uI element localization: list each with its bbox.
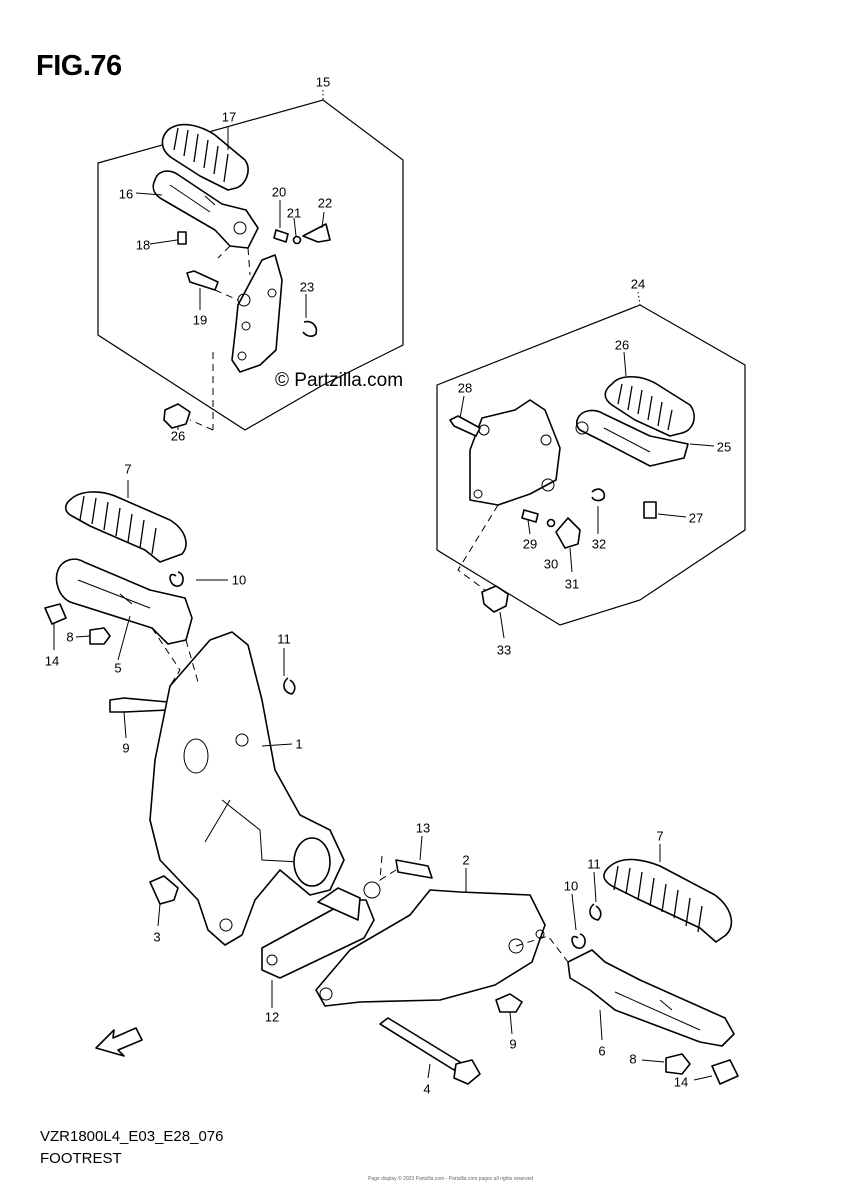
callout-7-left[interactable]: 7 xyxy=(124,461,132,477)
callout-23[interactable]: 23 xyxy=(299,279,315,295)
callout-1[interactable]: 1 xyxy=(295,736,303,752)
callout-12[interactable]: 12 xyxy=(264,1009,280,1025)
callout-31[interactable]: 31 xyxy=(564,576,580,592)
callout-7-right[interactable]: 7 xyxy=(656,828,664,844)
right-footrest-assembly xyxy=(261,855,739,1085)
callout-9-left[interactable]: 9 xyxy=(122,740,130,756)
bolt-33 xyxy=(481,585,509,613)
callout-16[interactable]: 16 xyxy=(118,186,134,202)
model-code: VZR1800L4_E03_E28_076 xyxy=(40,1128,224,1145)
callout-28[interactable]: 28 xyxy=(457,380,473,396)
footrest-assembly-24 xyxy=(449,375,695,591)
callout-2[interactable]: 2 xyxy=(462,852,470,868)
leader-lines xyxy=(53,90,715,1081)
callout-26-upper[interactable]: 26 xyxy=(170,428,186,444)
callout-22[interactable]: 22 xyxy=(317,195,333,211)
fwd-arrow xyxy=(95,1027,143,1057)
callout-21[interactable]: 21 xyxy=(286,205,302,221)
callout-19[interactable]: 19 xyxy=(192,312,208,328)
left-footrest-assembly xyxy=(44,491,345,946)
callout-8-right[interactable]: 8 xyxy=(629,1051,637,1067)
callout-17[interactable]: 17 xyxy=(221,109,237,125)
section-name: FOOTREST xyxy=(40,1150,122,1167)
callout-10-right[interactable]: 10 xyxy=(563,878,579,894)
callout-14-right[interactable]: 14 xyxy=(673,1074,689,1090)
callout-8-left[interactable]: 8 xyxy=(66,629,74,645)
callout-10-left[interactable]: 10 xyxy=(231,572,247,588)
callout-9-right[interactable]: 9 xyxy=(509,1036,517,1052)
callout-18[interactable]: 18 xyxy=(135,237,151,253)
callout-11-left[interactable]: 11 xyxy=(277,631,291,647)
callout-27[interactable]: 27 xyxy=(688,510,704,526)
callout-11-right[interactable]: 11 xyxy=(587,856,601,872)
callout-5[interactable]: 5 xyxy=(114,660,122,676)
callout-6[interactable]: 6 xyxy=(598,1043,606,1059)
callout-33[interactable]: 33 xyxy=(496,642,512,658)
callout-13[interactable]: 13 xyxy=(415,820,431,836)
footrest-assembly-15 xyxy=(152,123,331,431)
callout-24[interactable]: 24 xyxy=(630,276,646,292)
callout-30[interactable]: 30 xyxy=(543,556,559,572)
group-24-outline xyxy=(436,304,746,626)
figure-title: FIG.76 xyxy=(36,50,122,82)
callout-25[interactable]: 25 xyxy=(716,439,732,455)
callout-15[interactable]: 15 xyxy=(315,74,331,90)
bolt-26-upper xyxy=(163,403,191,429)
callout-14-left[interactable]: 14 xyxy=(44,653,60,669)
callout-29[interactable]: 29 xyxy=(522,536,538,552)
watermark: © Partzilla.com xyxy=(275,370,404,391)
callout-4[interactable]: 4 xyxy=(423,1081,431,1097)
footer-fine-print: Page display © 2023 Partzilla.com - Part… xyxy=(368,1176,534,1182)
callout-3[interactable]: 3 xyxy=(153,929,161,945)
group-15-outline xyxy=(97,99,404,431)
callout-26-right[interactable]: 26 xyxy=(614,337,630,353)
callout-32[interactable]: 32 xyxy=(591,536,607,552)
callout-20[interactable]: 20 xyxy=(271,184,287,200)
